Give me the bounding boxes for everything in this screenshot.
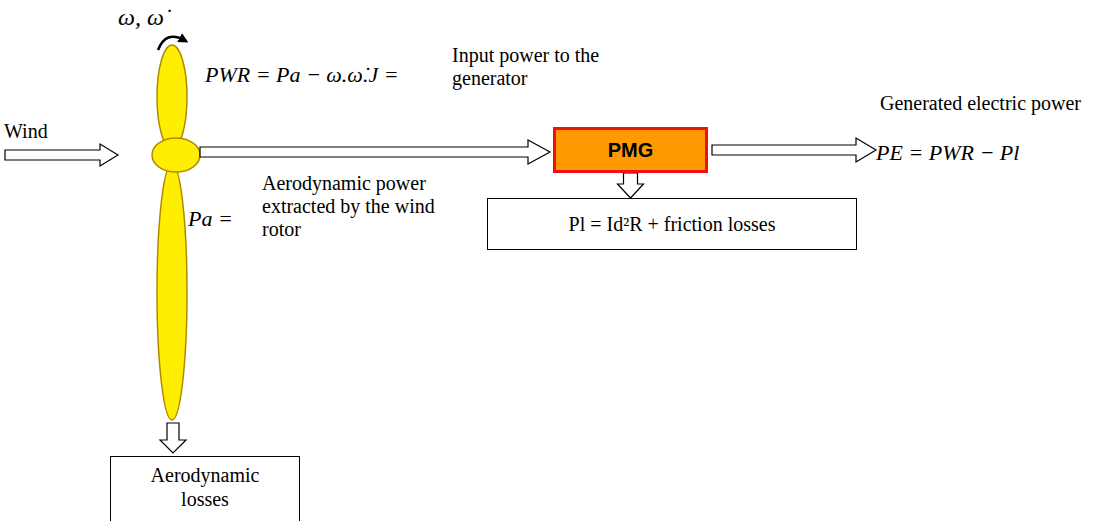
power-arrow bbox=[200, 140, 550, 164]
formula-label: PWR = Pa − ω.ω̇.J = bbox=[205, 62, 399, 87]
rotor-blade bbox=[157, 164, 187, 420]
block-arrow bbox=[618, 173, 644, 198]
loss-box: Pl = Id²R + friction losses bbox=[487, 198, 857, 250]
formula-label: PE = PWR − Pl bbox=[876, 140, 1019, 165]
rotor-hub bbox=[152, 138, 200, 172]
formula-label: Input power to the generator bbox=[452, 44, 627, 90]
formula-label: Generated electric power bbox=[880, 92, 1085, 115]
formula-label: Aerodynamic power extracted by the wind … bbox=[262, 172, 452, 241]
box-label: Aerodynamic losses bbox=[140, 463, 270, 511]
formula-label: Wind bbox=[4, 120, 48, 143]
loss-box: Aerodynamic losses bbox=[110, 456, 300, 521]
loss-arrow bbox=[160, 423, 186, 453]
rotor-blade bbox=[157, 45, 187, 149]
wind-arrow bbox=[5, 144, 118, 166]
box-label: Pl = Id²R + friction losses bbox=[569, 212, 776, 236]
generator-box: PMG bbox=[553, 127, 708, 173]
formula-label: Pa = bbox=[188, 206, 233, 231]
box-label: PMG bbox=[608, 138, 654, 162]
formula-label: ω, ω̇ bbox=[118, 4, 164, 32]
output-arrow bbox=[712, 138, 876, 162]
